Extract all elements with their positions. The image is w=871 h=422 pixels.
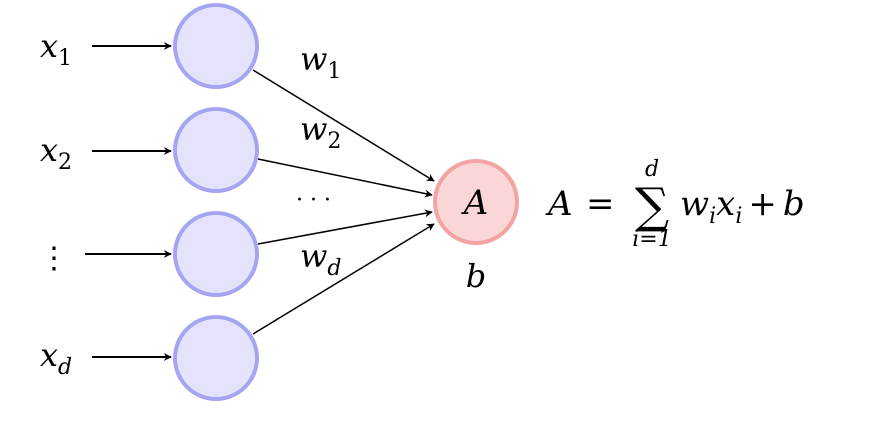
input-label-1: x1 xyxy=(40,27,72,71)
weight-label-2: w2 xyxy=(300,110,341,154)
weight-edge-2 xyxy=(257,158,433,198)
input-node-4 xyxy=(173,315,259,401)
output-node-label: A xyxy=(461,183,489,223)
summation-formula: A = ∑ d i=1 wixi+b xyxy=(545,157,805,252)
input-label-2: x2 xyxy=(40,131,72,175)
input-node-3 xyxy=(173,211,259,297)
sum-lower-limit: i=1 xyxy=(632,227,671,252)
output-bias-label: b xyxy=(466,257,486,295)
formula-equals: = xyxy=(586,184,615,224)
input-label-vdots: ⋮ xyxy=(39,241,69,276)
input-label-d: xd xyxy=(40,336,72,380)
sum-upper-limit: d xyxy=(645,157,659,182)
input-node-2 xyxy=(173,107,259,193)
output-node xyxy=(433,159,519,245)
input-node-1 xyxy=(173,3,259,89)
weight-edge-3 xyxy=(257,209,433,245)
formula-term: wixi+b xyxy=(680,184,805,229)
weight-edge-1 xyxy=(252,69,435,182)
formula-lhs: A xyxy=(545,184,573,224)
weight-dots-label: · · · xyxy=(296,188,331,213)
weight-edge-4 xyxy=(252,223,435,335)
weight-label-1: w1 xyxy=(300,40,341,84)
sum-symbol-icon: ∑ xyxy=(635,178,669,234)
weight-label-d: wd xyxy=(300,237,341,281)
